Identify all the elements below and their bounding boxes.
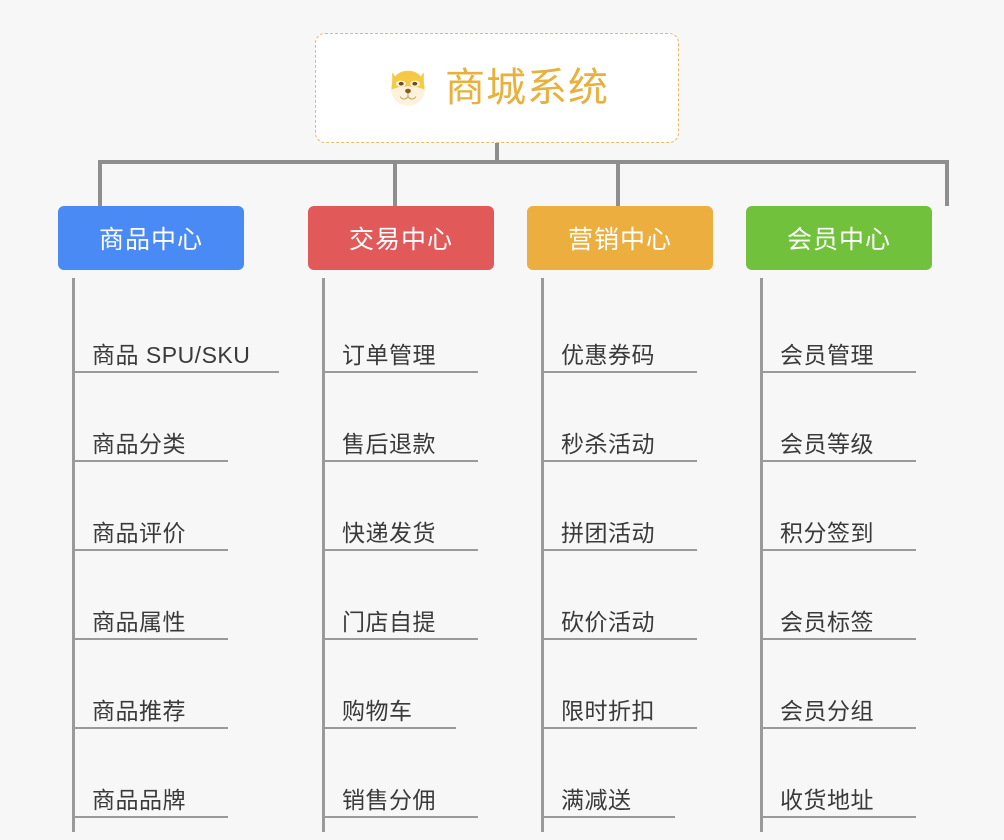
column-header-member-center[interactable]: 会员中心 [746, 206, 932, 270]
leaf-item-label: 销售分佣 [342, 786, 436, 813]
leaf-item-rule [763, 371, 916, 373]
column-marketing-center: 营销中心 优惠券码 秒杀活动 拼团活动 砍价活动 限时折扣 [527, 206, 713, 832]
leaf-item-rule [763, 727, 916, 729]
leaf-item-rule [325, 727, 456, 729]
leaf-item-label: 会员等级 [780, 430, 874, 457]
leaf-item[interactable]: 销售分佣 [325, 729, 494, 818]
leaf-item-label: 收货地址 [780, 786, 874, 813]
leaf-item-label: 商品 SPU/SKU [92, 341, 251, 368]
leaf-item-rule [544, 816, 675, 818]
leaf-item-rule [544, 727, 697, 729]
leaf-item[interactable]: 满减送 [544, 729, 713, 818]
leaf-item-rule [763, 460, 916, 462]
leaf-item[interactable]: 会员标签 [763, 551, 932, 640]
leaf-item-label: 会员分组 [780, 697, 874, 724]
leaf-item-label: 会员标签 [780, 608, 874, 635]
leaf-item-rule [75, 638, 228, 640]
leaf-item[interactable]: 商品品牌 [75, 729, 244, 818]
connector-drop-3 [616, 160, 620, 206]
leaf-item-label: 会员管理 [780, 341, 874, 368]
leaf-spine [322, 278, 325, 832]
leaf-item-label: 优惠券码 [561, 341, 655, 368]
column-product-center: 商品中心 商品 SPU/SKU 商品分类 商品评价 商品属性 商品推荐 [58, 206, 279, 832]
leaf-item-rule [75, 549, 228, 551]
leaf-item-rule [763, 549, 916, 551]
leaf-item[interactable]: 收货地址 [763, 729, 932, 818]
leaf-item-rule [544, 460, 697, 462]
leaf-item[interactable]: 快递发货 [325, 462, 494, 551]
leaf-item-rule [763, 816, 916, 818]
leaf-item-label: 限时折扣 [561, 697, 655, 724]
leaf-item-label: 门店自提 [342, 608, 436, 635]
leaf-item-label: 售后退款 [342, 430, 436, 457]
leaf-item[interactable]: 售后退款 [325, 373, 494, 462]
leaf-item-label: 满减送 [561, 786, 632, 813]
column-header-product-center[interactable]: 商品中心 [58, 206, 244, 270]
leaf-item-label: 商品属性 [92, 608, 186, 635]
leaf-list-member-center: 会员管理 会员等级 积分签到 会员标签 会员分组 收货地址 [746, 278, 932, 832]
leaf-item[interactable]: 秒杀活动 [544, 373, 713, 462]
leaf-item-rule [325, 638, 478, 640]
leaf-item-rule [75, 460, 228, 462]
leaf-item-rule [75, 727, 228, 729]
root-title: 商城系统 [445, 66, 609, 110]
leaf-item-label: 商品分类 [92, 430, 186, 457]
leaf-item-label: 快递发货 [342, 519, 436, 546]
leaf-item-label: 购物车 [342, 697, 413, 724]
leaf-item-rule [544, 638, 697, 640]
leaf-item[interactable]: 砍价活动 [544, 551, 713, 640]
leaf-item[interactable]: 会员管理 [763, 284, 932, 373]
leaf-spine [72, 278, 75, 832]
connector-drop-4 [945, 160, 949, 206]
leaf-item-rule [544, 549, 697, 551]
column-member-center: 会员中心 会员管理 会员等级 积分签到 会员标签 会员分组 [746, 206, 932, 832]
leaf-item-rule [325, 371, 478, 373]
leaf-item[interactable]: 商品分类 [75, 373, 244, 462]
root-node[interactable]: 商城系统 [315, 33, 679, 143]
leaf-item-rule [75, 371, 279, 373]
leaf-item[interactable]: 门店自提 [325, 551, 494, 640]
leaf-spine [541, 278, 544, 832]
leaf-item-label: 订单管理 [342, 341, 436, 368]
column-trade-center: 交易中心 订单管理 售后退款 快递发货 门店自提 购物车 [308, 206, 494, 832]
leaf-item[interactable]: 商品推荐 [75, 640, 244, 729]
leaf-item-label: 秒杀活动 [561, 430, 655, 457]
leaf-item-rule [544, 371, 697, 373]
leaf-item-rule [325, 816, 478, 818]
leaf-list-product-center: 商品 SPU/SKU 商品分类 商品评价 商品属性 商品推荐 商品品牌 [58, 278, 279, 832]
leaf-item-label: 拼团活动 [561, 519, 655, 546]
leaf-item-rule [325, 460, 478, 462]
leaf-item-rule [325, 549, 478, 551]
column-header-marketing-center[interactable]: 营销中心 [527, 206, 713, 270]
leaf-item[interactable]: 积分签到 [763, 462, 932, 551]
leaf-item-label: 砍价活动 [561, 608, 655, 635]
connector-bus [98, 160, 949, 164]
leaf-item-rule [763, 638, 916, 640]
leaf-spine [760, 278, 763, 832]
leaf-item[interactable]: 购物车 [325, 640, 494, 729]
leaf-item[interactable]: 商品 SPU/SKU [75, 284, 279, 373]
leaf-item[interactable]: 拼团活动 [544, 462, 713, 551]
leaf-item[interactable]: 优惠券码 [544, 284, 713, 373]
leaf-item[interactable]: 订单管理 [325, 284, 494, 373]
leaf-item[interactable]: 限时折扣 [544, 640, 713, 729]
leaf-item-label: 积分签到 [780, 519, 874, 546]
shiba-dog-face-icon [391, 70, 425, 106]
leaf-item-label: 商品品牌 [92, 786, 186, 813]
leaf-item[interactable]: 会员等级 [763, 373, 932, 462]
leaf-item-rule [75, 816, 228, 818]
connector-drop-2 [393, 160, 397, 206]
leaf-list-trade-center: 订单管理 售后退款 快递发货 门店自提 购物车 销售分佣 [308, 278, 494, 832]
leaf-list-marketing-center: 优惠券码 秒杀活动 拼团活动 砍价活动 限时折扣 满减送 [527, 278, 713, 832]
connector-drop-1 [98, 160, 102, 206]
leaf-item[interactable]: 会员分组 [763, 640, 932, 729]
leaf-item-label: 商品评价 [92, 519, 186, 546]
column-header-trade-center[interactable]: 交易中心 [308, 206, 494, 270]
leaf-item-label: 商品推荐 [92, 697, 186, 724]
leaf-item[interactable]: 商品属性 [75, 551, 244, 640]
connector-stem [495, 143, 499, 162]
leaf-item[interactable]: 商品评价 [75, 462, 244, 551]
